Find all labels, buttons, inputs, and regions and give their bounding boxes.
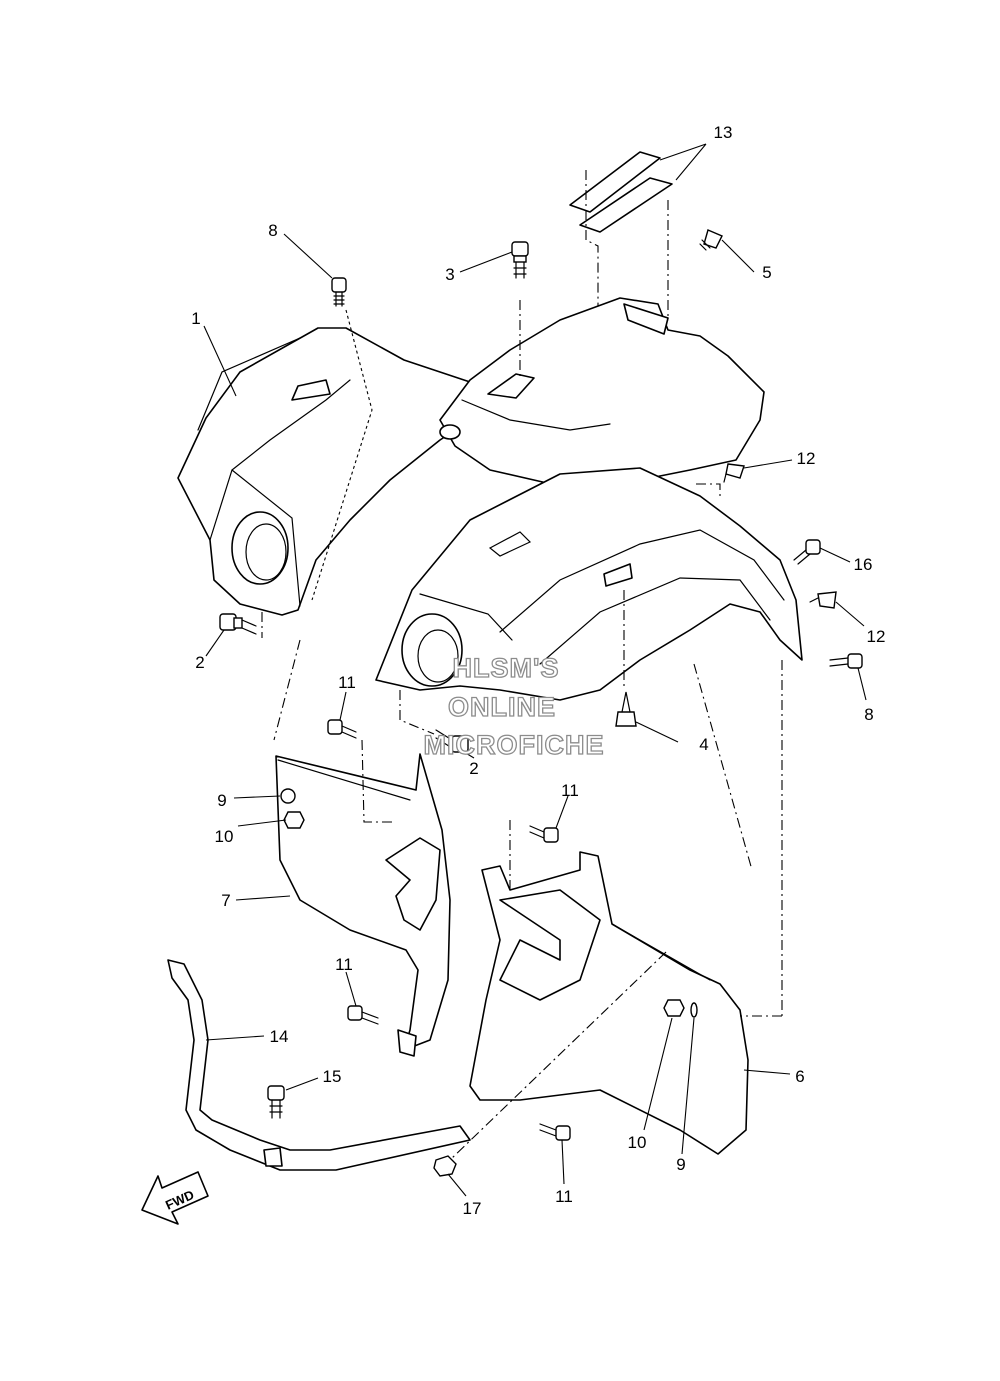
bolt-icon (267, 1085, 285, 1119)
washer-icon (280, 788, 296, 804)
fwd-arrow-icon: FWD (141, 1171, 209, 1225)
top-cover (439, 297, 765, 487)
callout-10-left: 10 (215, 827, 234, 846)
callout-12-top: 12 (797, 449, 816, 468)
callout-9-left: 9 (217, 791, 226, 810)
bolt-icon (615, 691, 637, 727)
callout-9-right: 9 (676, 1155, 685, 1174)
callout-5: 5 (762, 263, 771, 282)
main-hood (375, 467, 803, 701)
bolt-icon (219, 613, 257, 635)
callout-11-a: 11 (338, 673, 356, 692)
bolt-icon (327, 719, 357, 739)
callout-8-top: 8 (268, 221, 277, 240)
bolt-icon (347, 1005, 379, 1025)
bolt-icon (529, 825, 559, 843)
bracket-stay (167, 959, 471, 1171)
callout-11-d: 11 (555, 1187, 573, 1206)
callout-labels: 1 2 2 3 4 5 6 7 8 8 9 9 10 10 11 11 11 1… (191, 123, 885, 1218)
bolt-icon (793, 539, 821, 565)
callout-6: 6 (795, 1067, 804, 1086)
callout-11-c: 11 (335, 955, 353, 974)
nut-icon (663, 999, 685, 1017)
callout-4: 4 (699, 735, 708, 754)
callout-12-right: 12 (867, 627, 886, 646)
callout-8-right: 8 (864, 705, 873, 724)
bolt-icon (829, 653, 863, 669)
assembly-lines (261, 300, 783, 1161)
bolt-icon (331, 277, 347, 307)
callout-1: 1 (191, 309, 200, 328)
watermark-line-3: MICROFICHE (424, 730, 605, 760)
callout-2-left: 2 (195, 653, 204, 672)
leader-lines (203, 143, 867, 1197)
bolt-icon (435, 729, 469, 753)
callout-2-right: 2 (469, 759, 478, 778)
front-panel (177, 327, 471, 616)
callout-7: 7 (221, 891, 230, 910)
callout-14: 14 (270, 1027, 289, 1046)
nut-icon (283, 811, 305, 829)
bolt-icon (539, 1123, 571, 1141)
clip-icon (809, 591, 837, 609)
bolt-icon (511, 241, 529, 279)
washer-icon (690, 1002, 698, 1018)
clip-icon (723, 463, 745, 483)
callout-11-b: 11 (561, 781, 579, 800)
clip-icon (699, 229, 723, 251)
fasteners (219, 229, 863, 1177)
watermark-line-1: HLSM'S (453, 653, 560, 683)
right-fender (469, 851, 749, 1155)
callout-16: 16 (854, 555, 873, 574)
left-fender (275, 753, 451, 1057)
watermark: HLSM'S ONLINE MICROFICHE (423, 652, 605, 760)
callout-13: 13 (714, 123, 733, 142)
callout-15: 15 (323, 1067, 342, 1086)
watermark-line-2: ONLINE (448, 692, 556, 722)
callout-10-right: 10 (628, 1133, 647, 1152)
callout-17: 17 (463, 1199, 482, 1218)
nut-icon (433, 1155, 457, 1177)
callout-3: 3 (445, 265, 454, 284)
